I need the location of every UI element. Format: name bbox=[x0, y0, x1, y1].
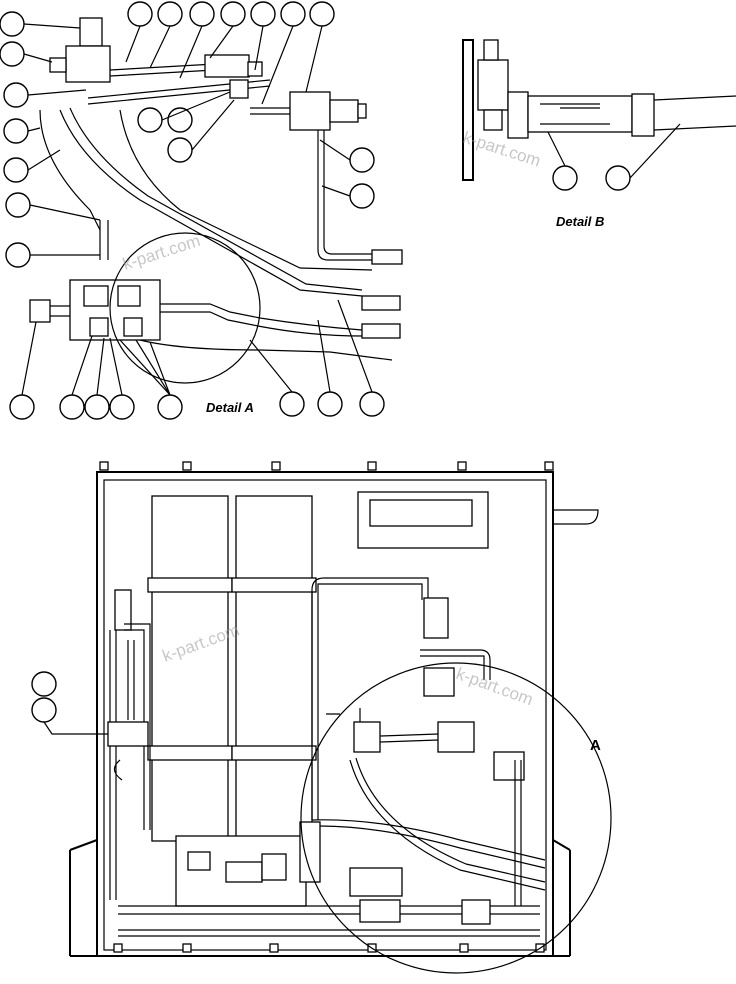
detail-a-label: Detail A bbox=[206, 400, 254, 415]
main-assembly-drawing: A bbox=[31, 461, 612, 974]
detail-b-drawing: Detail B bbox=[462, 39, 736, 229]
detail-a-callouts bbox=[0, 1, 385, 420]
detail-b-label: Detail B bbox=[556, 214, 604, 229]
detail-a-drawing: Detail A bbox=[0, 1, 403, 420]
watermark-text: k-part.com bbox=[454, 664, 536, 709]
view-a-marker: A bbox=[590, 737, 601, 754]
